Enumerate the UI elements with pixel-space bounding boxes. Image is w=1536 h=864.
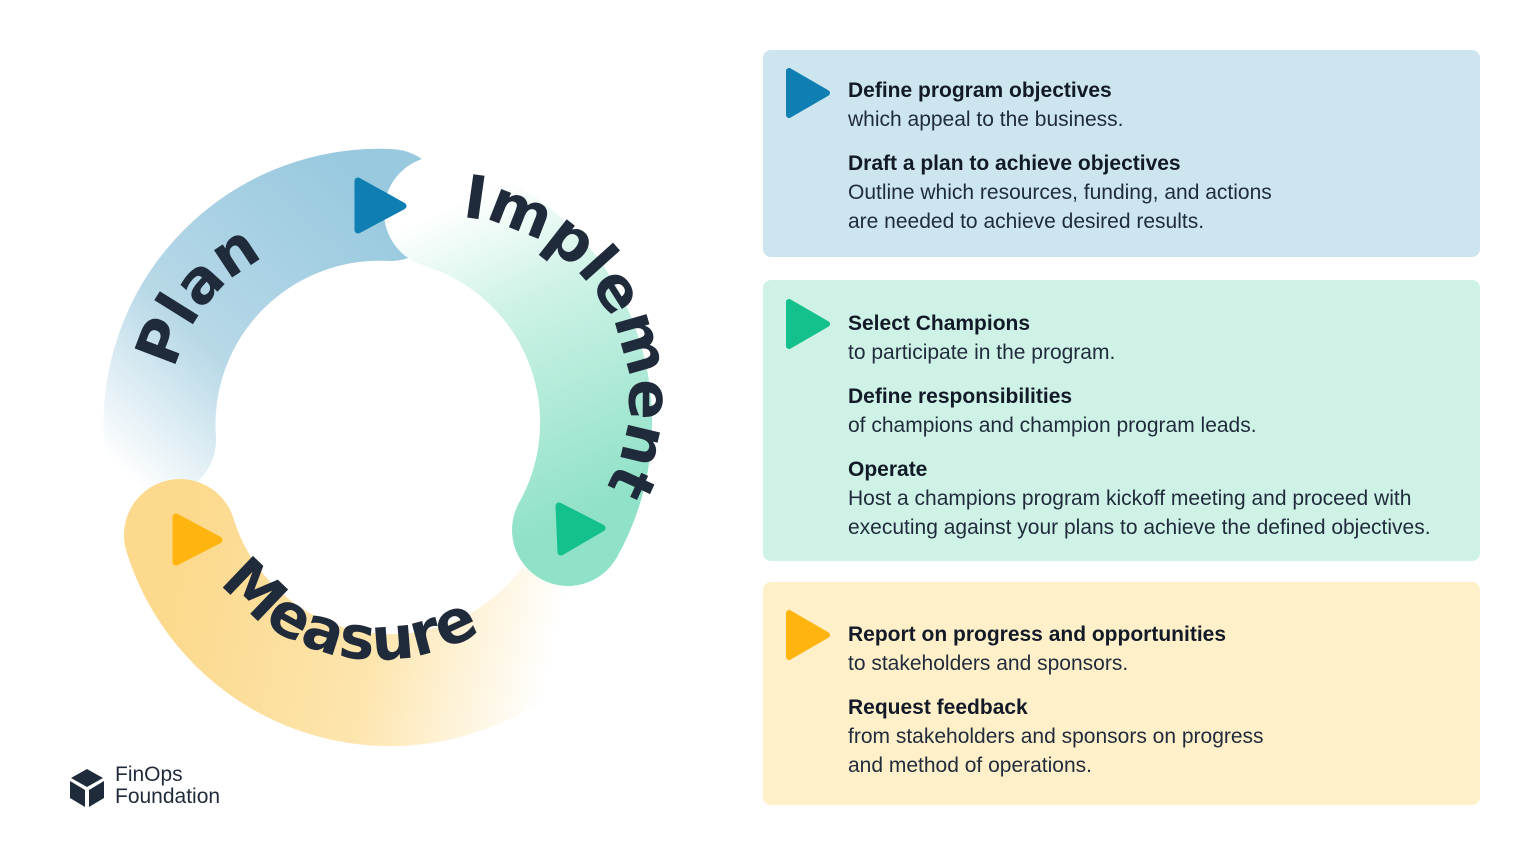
implement-entries: Select Champions to participate in the pr… [848,309,1460,557]
entry-title: Define responsibilities [848,385,1073,408]
panel-entry: Request feedback from stakeholders and sp… [848,693,1460,780]
play-triangle-icon [786,610,830,660]
entry-title: Define program objectives [848,79,1112,102]
implement-panel: Select Champions to participate in the pr… [763,280,1480,561]
entry-title: Operate [848,458,928,481]
implement-play-icon [555,502,606,556]
entry-title: Draft a plan to achieve objectives [848,152,1181,175]
panel-entry: Select Champions to participate in the pr… [848,309,1460,367]
measure-play-icon [172,513,223,566]
cube-icon [70,769,104,807]
finops-foundation-logo: FinOps Foundation [68,764,238,812]
panel-entry: Define responsibilities of champions and … [848,382,1460,440]
entry-description: of champions and champion program leads. [848,414,1257,437]
plan-arc [103,148,446,496]
measure-entries: Report on progress and opportunities to s… [848,620,1460,795]
finops-cycle-diagram: Plan Implement Measure [103,148,684,747]
logo-line-1: FinOps [115,763,183,786]
measure-arc [124,479,616,747]
logo-line-2: Foundation [115,785,221,808]
entry-description: which appeal to the business. [848,108,1124,131]
entry-description: to stakeholders and sponsors. [848,652,1129,675]
entry-title: Select Champions [848,312,1031,335]
plan-panel: Define program objectives which appeal to… [763,50,1480,257]
entry-description: Outline which resources, funding, and ac… [848,181,1272,233]
play-triangle-icon [786,299,830,349]
logo-wordmark: FinOps Foundation [115,764,220,808]
plan-play-icon [354,177,407,234]
measure-panel: Report on progress and opportunities to s… [763,582,1480,805]
entry-title: Request feedback [848,696,1028,719]
panel-entry: Report on progress and opportunities to s… [848,620,1460,678]
entry-description: Host a champions program kickoff meeting… [848,487,1431,539]
panel-entry: Define program objectives which appeal to… [848,76,1460,134]
implement-arc [384,156,653,586]
plan-entries: Define program objectives which appeal to… [848,76,1460,251]
entry-description: to participate in the program. [848,341,1116,364]
entry-title: Report on progress and opportunities [848,623,1227,646]
entry-description: from stakeholders and sponsors on progre… [848,725,1264,777]
play-triangle-icon [786,68,830,118]
